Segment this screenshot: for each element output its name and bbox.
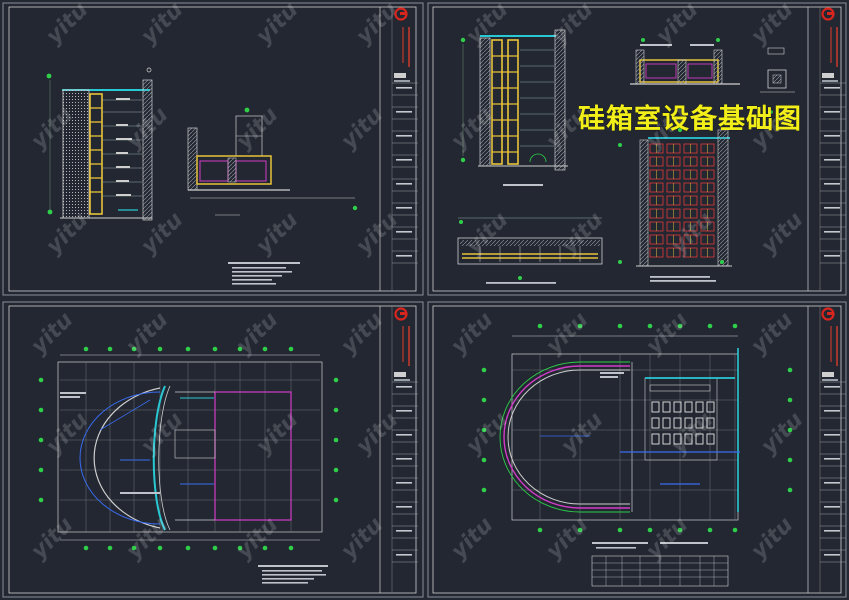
grid-plan-detail xyxy=(618,128,732,282)
sheet-top-right xyxy=(427,2,847,296)
foundation-elevation xyxy=(460,29,568,186)
small-detail-box xyxy=(760,47,795,114)
plan-bottom-right xyxy=(481,323,793,587)
pit-detail xyxy=(630,38,740,85)
drawing-title: 硅箱室设备基础图 xyxy=(578,104,802,135)
title-block-bottom-left xyxy=(392,326,418,563)
sheet-bottom-right xyxy=(427,301,847,598)
long-section-detail xyxy=(457,217,603,284)
title-block-top-left xyxy=(392,27,418,264)
title-block-bottom-right xyxy=(820,326,846,563)
notes-top-left xyxy=(228,262,300,285)
equipment-schedule-table xyxy=(591,542,729,587)
title-block-top-right xyxy=(820,27,846,264)
plan-bottom-left xyxy=(38,346,339,584)
section-detail-drawing xyxy=(187,107,358,216)
elevation-drawing xyxy=(46,67,153,221)
company-logo-icon xyxy=(394,7,835,321)
